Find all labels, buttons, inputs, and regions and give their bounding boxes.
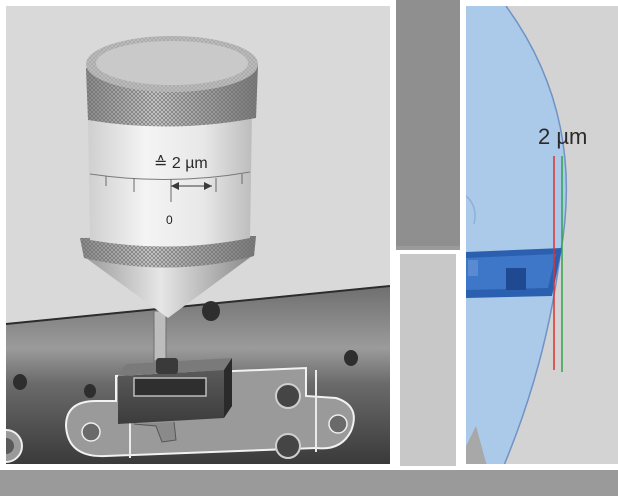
measuring-block bbox=[118, 358, 232, 443]
divider-dark bbox=[396, 0, 460, 246]
offset-detail-illustration: 2 µm bbox=[460, 0, 618, 470]
micrometer-gauge-illustration: ≙ 2 µm 0 bbox=[0, 0, 396, 470]
blue-block bbox=[466, 248, 562, 298]
dial-zero-label: 0 bbox=[166, 213, 173, 227]
offset-label: 2 µm bbox=[538, 124, 587, 149]
gauge-top-cap bbox=[86, 36, 258, 127]
gauge-drum bbox=[88, 114, 252, 247]
offset-drawing: 2 µm bbox=[466, 6, 587, 464]
gauge-cone bbox=[86, 256, 252, 318]
gauge-spindle bbox=[153, 310, 178, 374]
gauge-drawing: ≙ 2 µm 0 bbox=[6, 36, 390, 464]
dial-resolution-label: ≙ 2 µm bbox=[154, 155, 208, 172]
divider-light bbox=[396, 250, 460, 470]
blue-disc bbox=[466, 6, 567, 464]
